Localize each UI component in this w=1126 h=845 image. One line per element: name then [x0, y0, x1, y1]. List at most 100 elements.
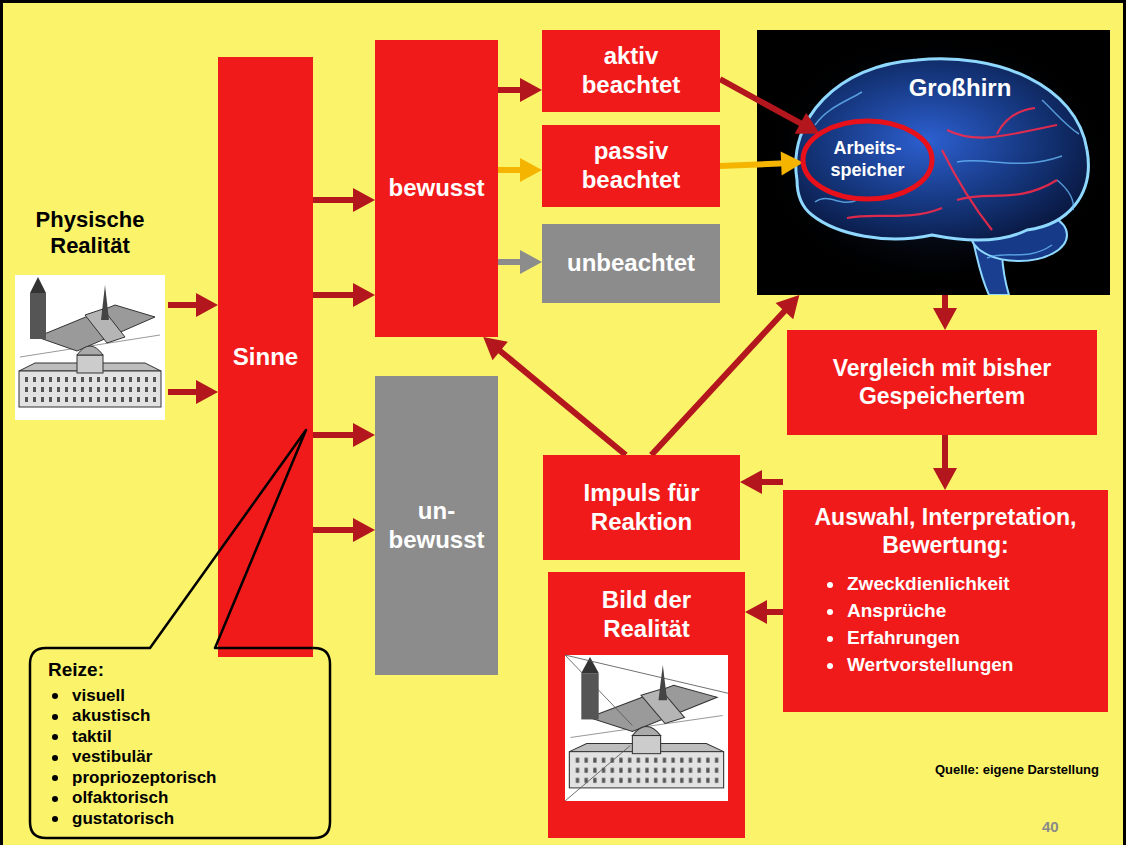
conscious-box: bewusst [375, 40, 498, 337]
flow-arrow [168, 380, 218, 404]
flow-arrow [498, 158, 542, 182]
arrow-head [196, 293, 218, 317]
bullet-dot [827, 582, 833, 588]
reality-image-box: Bild der Realität [548, 572, 745, 838]
flow-arrow [498, 250, 542, 274]
node-text: Zweckdienlichkeit [847, 573, 1010, 596]
ignored-box: unbeachtet [542, 224, 720, 303]
arrow-head [933, 308, 957, 330]
arrow-shaft [313, 292, 357, 298]
bullet-dot [52, 816, 58, 822]
list-item: propriozeptorisch [52, 768, 217, 789]
node-text: olfaktorisch [72, 788, 168, 808]
comparison-box: Vergleich mit bisher Gespeichertem [787, 330, 1097, 435]
list-item: taktil [52, 727, 217, 748]
text-group: Arbeits- speicher [800, 138, 935, 181]
node-text: Impuls für Reaktion [563, 479, 720, 537]
list-item: Zweckdienlichkeit [827, 571, 1013, 598]
flow-arrow [933, 295, 957, 330]
arrow-head [776, 295, 800, 319]
reality-group: Physische Realität [12, 205, 168, 422]
reaction-box: Impuls für Reaktion [543, 455, 740, 560]
arrow-shaft [313, 432, 357, 438]
evaluation-box: Auswahl, Interpretation, Bewertung:Zweck… [783, 490, 1108, 712]
arrow-head [353, 188, 375, 212]
node-text: Ansprüche [847, 600, 946, 623]
flow-arrow [313, 423, 375, 447]
node-text: taktil [72, 727, 112, 747]
arrow-head [520, 158, 542, 182]
arrow-shaft [942, 435, 948, 472]
arrow-head [353, 283, 375, 307]
bullet-list: ZweckdienlichkeitAnsprücheErfahrungenWer… [827, 571, 1013, 679]
bullet-list: visuellakustischtaktilvestibulärproprioz… [52, 686, 217, 830]
node-text: Sinne [233, 343, 298, 372]
flow-arrow [313, 518, 375, 542]
source-note: Quelle: eigene Darstellung [935, 762, 1099, 777]
text-group: passiv beachtet [542, 137, 720, 195]
text-group: Reize: visuellakustischtaktilvestibulärpr… [30, 645, 330, 843]
flow-arrow [720, 152, 803, 176]
list-item: Wertvorstellungen [827, 652, 1013, 679]
text-group: Impuls für Reaktion [543, 479, 740, 537]
node-text: passiv beachtet [560, 137, 702, 195]
arrow-head [781, 152, 803, 176]
text-group: Bild der Realität [548, 572, 745, 658]
node-text: un- bewusst [383, 497, 490, 555]
node-text: Bild der Realität [568, 586, 725, 644]
node-text: Erfahrungen [847, 627, 960, 650]
bullet-dot [52, 693, 58, 699]
node-text: Reize: [48, 659, 104, 682]
list-item: olfaktorisch [52, 788, 217, 809]
arrow-head [353, 423, 375, 447]
brain-panel: GroßhirnArbeits- speicher [757, 30, 1110, 295]
text-group: Auswahl, Interpretation, Bewertung:Zweck… [783, 490, 1108, 693]
node-text: aktiv beachtet [560, 42, 702, 100]
attention-box: aktiv beachtet [542, 30, 720, 112]
flow-arrow [933, 435, 957, 490]
list-item: visuell [52, 686, 217, 707]
list-item: akustisch [52, 706, 217, 727]
node-text: unbeachtet [567, 249, 695, 278]
bullet-dot [52, 714, 58, 720]
flow-arrow [483, 337, 626, 455]
flow-arrow [498, 78, 542, 102]
arrow-head [520, 78, 542, 102]
node-text: bewusst [388, 174, 484, 203]
list-item: gustatorisch [52, 809, 217, 830]
flow-arrow [168, 293, 218, 317]
node-text: Physische Realität [12, 207, 168, 260]
arrow-head [353, 518, 375, 542]
arrow-shaft [497, 348, 626, 455]
node-text: Arbeits- speicher [818, 138, 917, 181]
arrow-shaft [168, 302, 200, 308]
flow-arrow [313, 188, 375, 212]
list-item: Ansprüche [827, 598, 1013, 625]
text-group: unbeachtet [542, 249, 720, 278]
bullet-dot [827, 609, 833, 615]
arrow-shaft [313, 197, 357, 203]
node-text: Vergleich mit bisher Gespeichertem [803, 355, 1081, 410]
flow-arrow [720, 79, 820, 134]
node-text: akustisch [72, 706, 150, 726]
bullet-dot [827, 663, 833, 669]
unconscious-box: un- bewusst [375, 376, 498, 675]
flow-arrow [313, 283, 375, 307]
working-memory-ellipse: Arbeits- speicher [800, 118, 935, 202]
node-text: vestibulär [72, 747, 152, 767]
arrow-head [196, 380, 218, 404]
arrow-shaft [168, 389, 200, 395]
arrow-head [740, 470, 762, 494]
text-group: Großhirn [875, 74, 1045, 103]
text-group: Sinne [218, 343, 313, 372]
attention-box: passiv beachtet [542, 125, 720, 207]
flow-arrow [745, 600, 783, 624]
text-group: Vergleich mit bisher Gespeichertem [787, 355, 1097, 410]
bullet-dot [52, 796, 58, 802]
arrow-shaft [720, 163, 785, 166]
bullet-dot [52, 734, 58, 740]
node-text: visuell [72, 686, 125, 706]
senses-band: Sinne [218, 57, 313, 657]
building-illustration [15, 275, 165, 420]
arrow-shaft [313, 527, 357, 533]
